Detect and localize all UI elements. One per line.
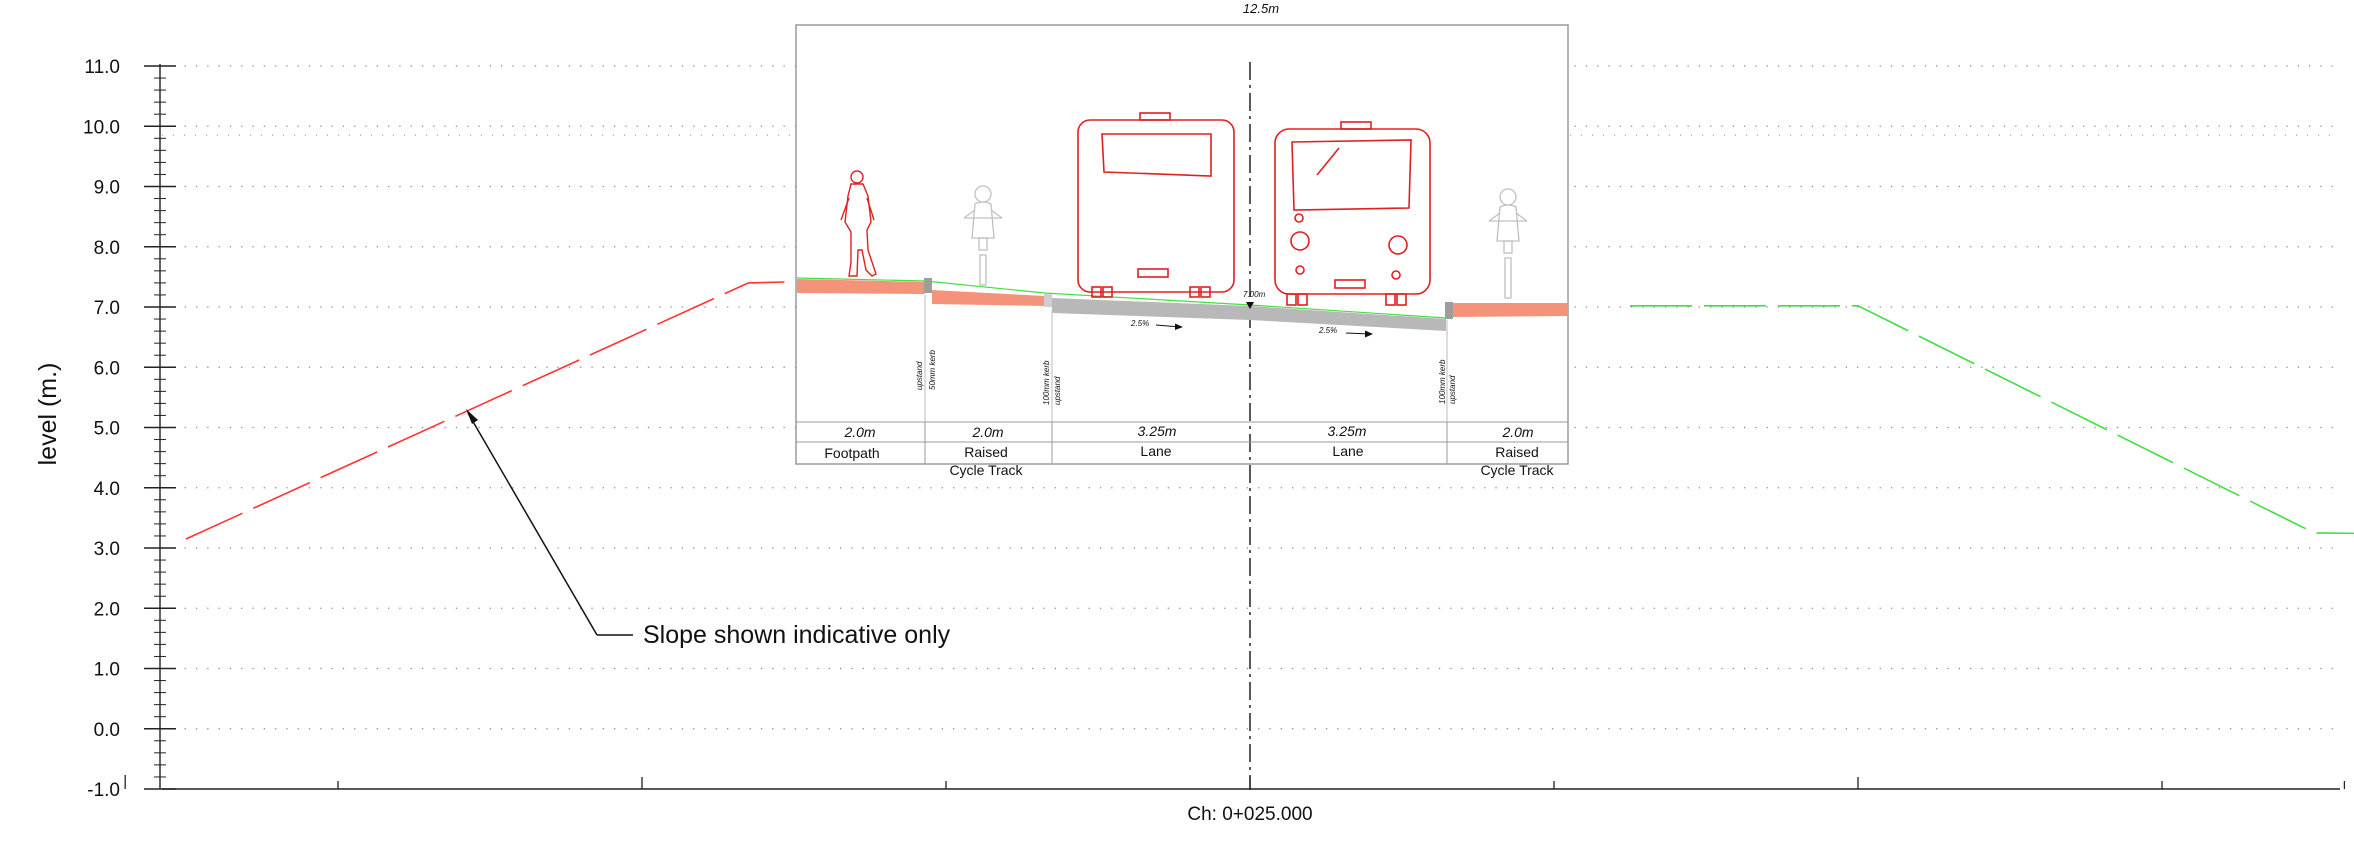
kerb-note-3b: upstand [1448,375,1457,404]
lane-name-cycle-left-1: Raised [964,444,1008,460]
kerb-note-2b: upstand [1053,376,1062,405]
level-marker [1246,302,1254,309]
carriageway-surface [1052,298,1446,331]
footpath-surface [797,279,925,294]
kerb-note-3a: 100mm kerb [1438,359,1447,404]
cross-section-inset: 12.5m 7.00m 2.5% 2.5% upstand 50m [795,1,1569,790]
right-slope-line [1630,304,2354,535]
cycle-track-left-surface [932,290,1045,306]
lane-name-footpath: Footpath [824,445,879,461]
fall-arrow-right: 2.5% [1318,326,1373,338]
lane-width-lane-1: 3.25m [1138,423,1177,439]
slope-callout-text: Slope shown indicative only [643,621,951,649]
kerb-note-1b: 50mm kerb [928,349,937,390]
y-axis-title: level (m.) [34,363,62,466]
cyclist-right [1488,188,1528,299]
y-tick-label: 10.0 [83,117,120,138]
fall-right-label: 2.5% [1318,326,1337,335]
kerb-note-2a: 100mm kerb [1042,360,1051,405]
y-tick-label: 3.0 [94,539,120,560]
y-tick-label: 8.0 [94,238,120,259]
y-tick-label: 1.0 [94,660,120,681]
chainage-label: Ch: 0+025.000 [1187,804,1312,825]
y-tick-label: -1.0 [87,780,120,801]
dimension-table [796,421,1568,464]
lane-name-lane-1: Lane [1140,443,1171,459]
bus-rear [1077,112,1235,298]
overall-width-label: 12.5m [1243,1,1279,16]
y-tick-label: 7.0 [94,298,120,319]
centre-level-label: 7.00m [1243,290,1266,299]
lane-name-cycle-right-2: Cycle Track [1480,462,1554,478]
kerb-1 [924,278,932,293]
y-tick-label: 0.0 [94,720,120,741]
left-slope-line [185,279,871,540]
cycle-track-right-surface [1453,303,1568,317]
lane-width-cycle-right: 2.0m [1501,424,1533,440]
lane-name-cycle-right-1: Raised [1495,444,1539,460]
y-tick-label: 4.0 [94,479,120,500]
lane-width-footpath: 2.0m [843,424,875,440]
callout-arrowhead [466,409,478,424]
kerb-note-1a: upstand [915,361,924,390]
pedestrian-figure [840,170,877,277]
lane-name-lane-2: Lane [1332,443,1363,459]
y-tick-label: 6.0 [94,358,120,379]
y-tick-label: 9.0 [94,178,120,199]
x-axis [124,775,2346,790]
cyclist-left [963,185,1003,286]
fall-left-label: 2.5% [1130,319,1149,328]
y-tick-label: 11.0 [84,57,120,78]
lane-name-cycle-left-2: Cycle Track [949,462,1023,478]
fall-arrow-left: 2.5% [1130,319,1183,330]
y-tick-label: 5.0 [94,419,120,440]
y-tick-label: 2.0 [94,599,120,620]
surface-green-line [796,277,1447,319]
y-axis: 11.0 10.0 9.0 8.0 7.0 6.0 5.0 4.0 3.0 2.0 1.0 0.0 -1… [83,57,176,801]
kerb-2 [1044,294,1052,307]
lane-width-lane-2: 3.25m [1328,423,1367,439]
slope-callout: Slope shown indicative only [466,409,951,649]
lane-width-cycle-left: 2.0m [971,424,1003,440]
kerb-3 [1445,302,1453,319]
bus-front [1274,121,1431,306]
